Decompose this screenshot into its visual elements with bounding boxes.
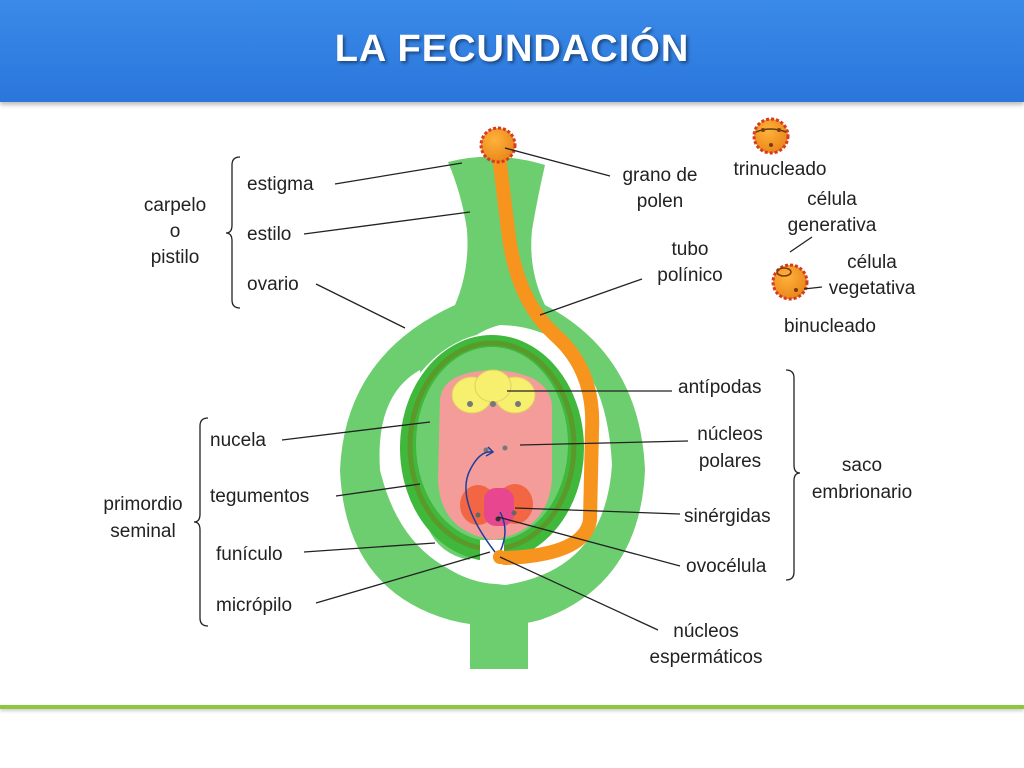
- label-ovocelula: ovocélula: [686, 556, 767, 577]
- label-trinucleado: trinucleado: [734, 159, 827, 180]
- brackets: [193, 156, 801, 627]
- diagram-labels: carpelo o pistilo estigma estilo ovario …: [103, 159, 915, 668]
- label-ovario: ovario: [247, 274, 299, 295]
- label-micropilo: micrópilo: [216, 595, 292, 616]
- polar-nuclei: [483, 445, 508, 453]
- label-saco-embrionario-1: saco: [842, 455, 882, 476]
- label-celula-vegetativa-2: vegetativa: [829, 278, 916, 299]
- antipodal-cells: [451, 369, 536, 414]
- label-tubo-polinico-2: polínico: [657, 265, 723, 286]
- pollen-binucleate: [771, 263, 809, 301]
- label-nucela: nucela: [210, 430, 266, 451]
- label-estigma: estigma: [247, 174, 314, 195]
- label-binucleado: binucleado: [784, 316, 876, 337]
- footer-divider: [0, 705, 1024, 709]
- pollen-trinucleate: [752, 117, 790, 155]
- page-title: LA FECUNDACIÓN: [334, 28, 690, 70]
- pollen-grain: [479, 126, 517, 164]
- label-nucleos-espermaticos-1: núcleos: [673, 621, 739, 642]
- label-celula-generativa-2: generativa: [788, 215, 877, 236]
- pollen-tube: [491, 141, 600, 565]
- label-saco-embrionario-2: embrionario: [812, 482, 912, 503]
- label-nucleos-espermaticos-2: espermáticos: [650, 647, 763, 668]
- label-nucleos-polares-2: polares: [699, 451, 761, 472]
- label-tegumentos: tegumentos: [210, 486, 309, 507]
- egg-apparatus: [460, 484, 533, 526]
- sperm-paths: [465, 446, 506, 553]
- label-grano-polen-1: grano de: [622, 165, 697, 186]
- label-funiculo: funículo: [216, 544, 283, 565]
- label-primordio-seminal-1: primordio: [103, 494, 182, 515]
- label-celula-generativa-1: célula: [807, 189, 857, 210]
- label-tubo-polinico-1: tubo: [672, 239, 709, 260]
- title-bar: LA FECUNDACIÓN: [0, 0, 1024, 102]
- label-carpelo-3: pistilo: [151, 247, 200, 268]
- label-sinergidas: sinérgidas: [684, 506, 771, 527]
- label-estilo: estilo: [247, 224, 291, 245]
- label-grano-polen-2: polen: [637, 191, 684, 212]
- label-carpelo-1: carpelo: [144, 195, 206, 216]
- label-carpelo-2: o: [170, 221, 181, 242]
- label-nucleos-polares-1: núcleos: [697, 424, 763, 445]
- label-celula-vegetativa-1: célula: [847, 252, 897, 273]
- label-primordio-seminal-2: seminal: [110, 521, 175, 542]
- label-antipodas: antípodas: [678, 377, 761, 398]
- leader-lines: [281, 147, 823, 631]
